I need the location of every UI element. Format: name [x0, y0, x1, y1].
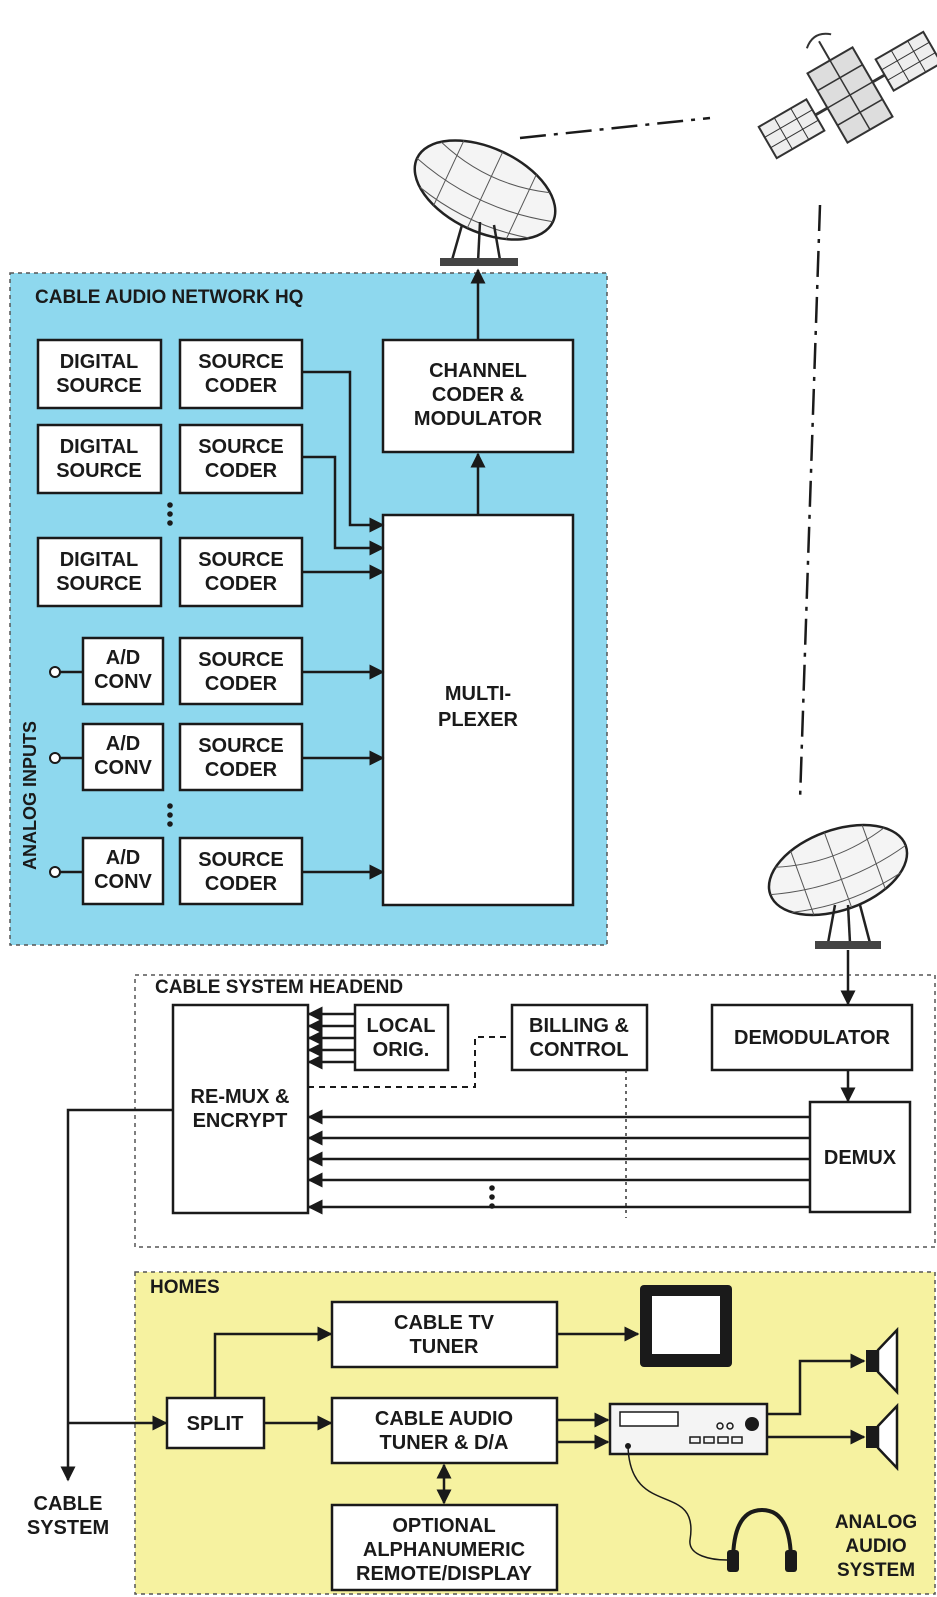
split-label: SPLIT — [187, 1413, 244, 1435]
connector-arrow — [767, 1353, 866, 1416]
ad-conv-label: CONV — [94, 757, 152, 779]
digital-source-label: SOURCE — [56, 573, 142, 595]
local-orig-label: LOCAL — [367, 1015, 436, 1037]
hq-title: CABLE AUDIO NETWORK HQ — [35, 287, 303, 308]
source-coder-label: CODER — [205, 375, 278, 397]
digital-source-label: DIGITAL — [60, 436, 139, 458]
ad-conv-box — [81, 722, 165, 792]
cable-tv-tuner-label: CABLE TV — [394, 1312, 495, 1334]
channel-coder-label: CHANNEL — [429, 360, 527, 382]
digital-source-box — [36, 338, 163, 410]
source-coder-label: SOURCE — [198, 549, 284, 571]
optional-remote-label: OPTIONAL — [392, 1515, 495, 1537]
analog-row-2: A/D CONV SOURCE CODER — [49, 722, 304, 792]
headphone-cord — [627, 1445, 728, 1561]
analog-audio-label: SYSTEM — [837, 1560, 915, 1581]
digital-row-1: DIGITAL SOURCE SOURCE CODER — [36, 338, 304, 410]
source-coder-label: SOURCE — [198, 649, 284, 671]
demodulator-label: DEMODULATOR — [734, 1027, 890, 1049]
ad-conv-label: A/D — [106, 733, 140, 755]
digital-row-2: DIGITAL SOURCE SOURCE CODER — [36, 423, 304, 495]
billing-label: BILLING & — [529, 1015, 629, 1037]
ellipsis-dots — [167, 502, 173, 526]
optional-remote-label: REMOTE/DISPLAY — [356, 1563, 533, 1585]
cable-tv-tuner-label: TUNER — [410, 1336, 479, 1358]
satellite-icon — [757, 30, 937, 160]
local-orig-label: ORIG. — [373, 1039, 430, 1061]
speaker-icon — [866, 1402, 899, 1472]
connector-arrow — [302, 455, 385, 556]
source-coder-label: SOURCE — [198, 436, 284, 458]
analog-row-3: A/D CONV SOURCE CODER — [49, 836, 304, 906]
ellipsis-dots — [167, 803, 173, 827]
demux-label: DEMUX — [824, 1147, 897, 1169]
source-coder-box — [178, 836, 304, 906]
cable-system-label: SYSTEM — [27, 1517, 109, 1539]
remux-label: RE-MUX & — [191, 1086, 290, 1108]
cable-system-label: CABLE — [34, 1493, 103, 1515]
cable-audio-tuner-label: CABLE AUDIO — [375, 1408, 513, 1430]
channel-coder-label: CODER & — [432, 384, 524, 406]
digital-source-label: SOURCE — [56, 460, 142, 482]
source-coder-box — [178, 722, 304, 792]
source-coder-box — [178, 338, 304, 410]
downlink-dish-icon — [767, 823, 909, 949]
demodulator-box — [710, 1003, 914, 1072]
homes-title: HOMES — [150, 1277, 220, 1298]
digital-source-label: SOURCE — [56, 375, 142, 397]
speaker-icon — [866, 1326, 899, 1396]
ad-conv-box — [81, 636, 165, 706]
downlink-beam — [798, 204, 822, 801]
billing-box — [510, 1003, 649, 1072]
multiplexer-box — [381, 513, 575, 907]
digital-source-box — [36, 423, 163, 495]
source-coder-label: CODER — [205, 460, 278, 482]
analog-row-1: A/D CONV SOURCE CODER — [49, 636, 304, 706]
source-coder-label: SOURCE — [198, 849, 284, 871]
headend-title: CABLE SYSTEM HEADEND — [155, 977, 403, 998]
stereo-receiver-icon — [608, 1402, 769, 1456]
connector-arrow — [302, 370, 385, 533]
analog-audio-label: AUDIO — [845, 1536, 906, 1557]
analog-inputs-label: ANALOG INPUTS — [20, 721, 40, 870]
digital-source-box — [36, 536, 163, 608]
analog-audio-label: ANALOG — [835, 1512, 917, 1533]
multiplexer-label: MULTI- — [445, 683, 511, 705]
cable-audio-tuner-label: TUNER & D/A — [380, 1432, 509, 1454]
digital-source-label: DIGITAL — [60, 549, 139, 571]
digital-source-label: DIGITAL — [60, 351, 139, 373]
ad-conv-label: A/D — [106, 647, 140, 669]
source-coder-label: SOURCE — [198, 735, 284, 757]
cable-audio-tuner-box — [330, 1396, 559, 1465]
ellipsis-dots — [489, 1185, 495, 1209]
source-coder-label: CODER — [205, 573, 278, 595]
control-link — [308, 1036, 512, 1088]
cable-tv-tuner-box — [330, 1300, 559, 1369]
ad-conv-box — [81, 836, 165, 906]
ad-conv-label: A/D — [106, 847, 140, 869]
uplink-beam — [519, 116, 711, 140]
billing-label: CONTROL — [530, 1039, 629, 1061]
source-coder-label: SOURCE — [198, 351, 284, 373]
source-coder-label: CODER — [205, 759, 278, 781]
optional-remote-label: ALPHANUMERIC — [363, 1539, 525, 1561]
uplink-dish-icon — [413, 139, 557, 266]
demux-box — [808, 1100, 912, 1214]
channel-coder-label: MODULATOR — [414, 408, 543, 430]
source-coder-label: CODER — [205, 873, 278, 895]
source-coder-box — [178, 423, 304, 495]
cable-trunk — [60, 1108, 173, 1482]
remux-box — [171, 1003, 310, 1215]
tv-icon — [640, 1285, 732, 1367]
headphones-icon — [727, 1507, 797, 1572]
source-coder-label: CODER — [205, 673, 278, 695]
remux-label: ENCRYPT — [193, 1110, 288, 1132]
connector-arrow — [213, 1326, 333, 1398]
ad-conv-label: CONV — [94, 671, 152, 693]
multiplexer-label: PLEXER — [438, 709, 519, 731]
optional-remote-box — [330, 1503, 559, 1592]
ad-conv-label: CONV — [94, 871, 152, 893]
